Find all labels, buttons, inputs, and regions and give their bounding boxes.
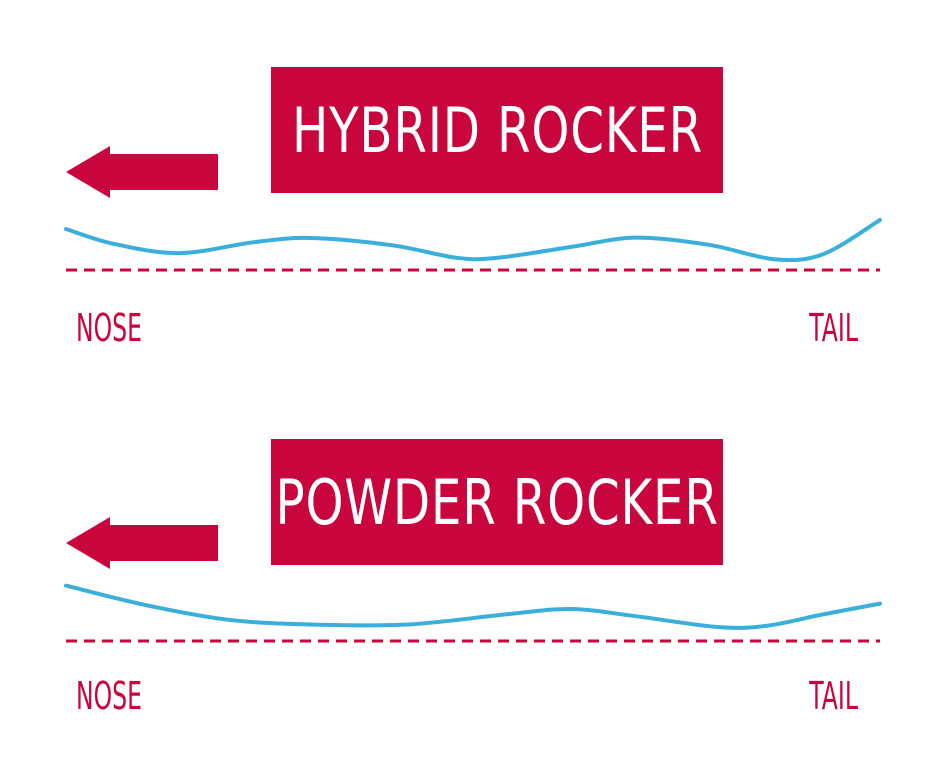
left-arrow-icon xyxy=(66,146,218,198)
title-banner: HYBRID ROCKER xyxy=(271,67,723,193)
nose-label: NOSE xyxy=(76,674,143,718)
nose-label: NOSE xyxy=(76,306,143,350)
rocker-profile-graphic xyxy=(64,218,882,272)
ski-profile-line xyxy=(64,218,882,263)
rocker-profile-graphic xyxy=(64,583,882,643)
diagram-title: POWDER ROCKER xyxy=(275,465,719,539)
title-banner: POWDER ROCKER xyxy=(271,439,723,565)
powder-rocker-diagram: POWDER ROCKER NOSE TAIL xyxy=(0,372,947,768)
ski-profile-line xyxy=(64,583,882,630)
diagram-title: HYBRID ROCKER xyxy=(291,93,703,167)
tail-label: TAIL xyxy=(809,306,858,350)
hybrid-rocker-diagram: HYBRID ROCKER NOSE TAIL xyxy=(64,67,882,350)
tail-label: TAIL xyxy=(809,674,858,718)
left-arrow-icon xyxy=(66,517,218,569)
